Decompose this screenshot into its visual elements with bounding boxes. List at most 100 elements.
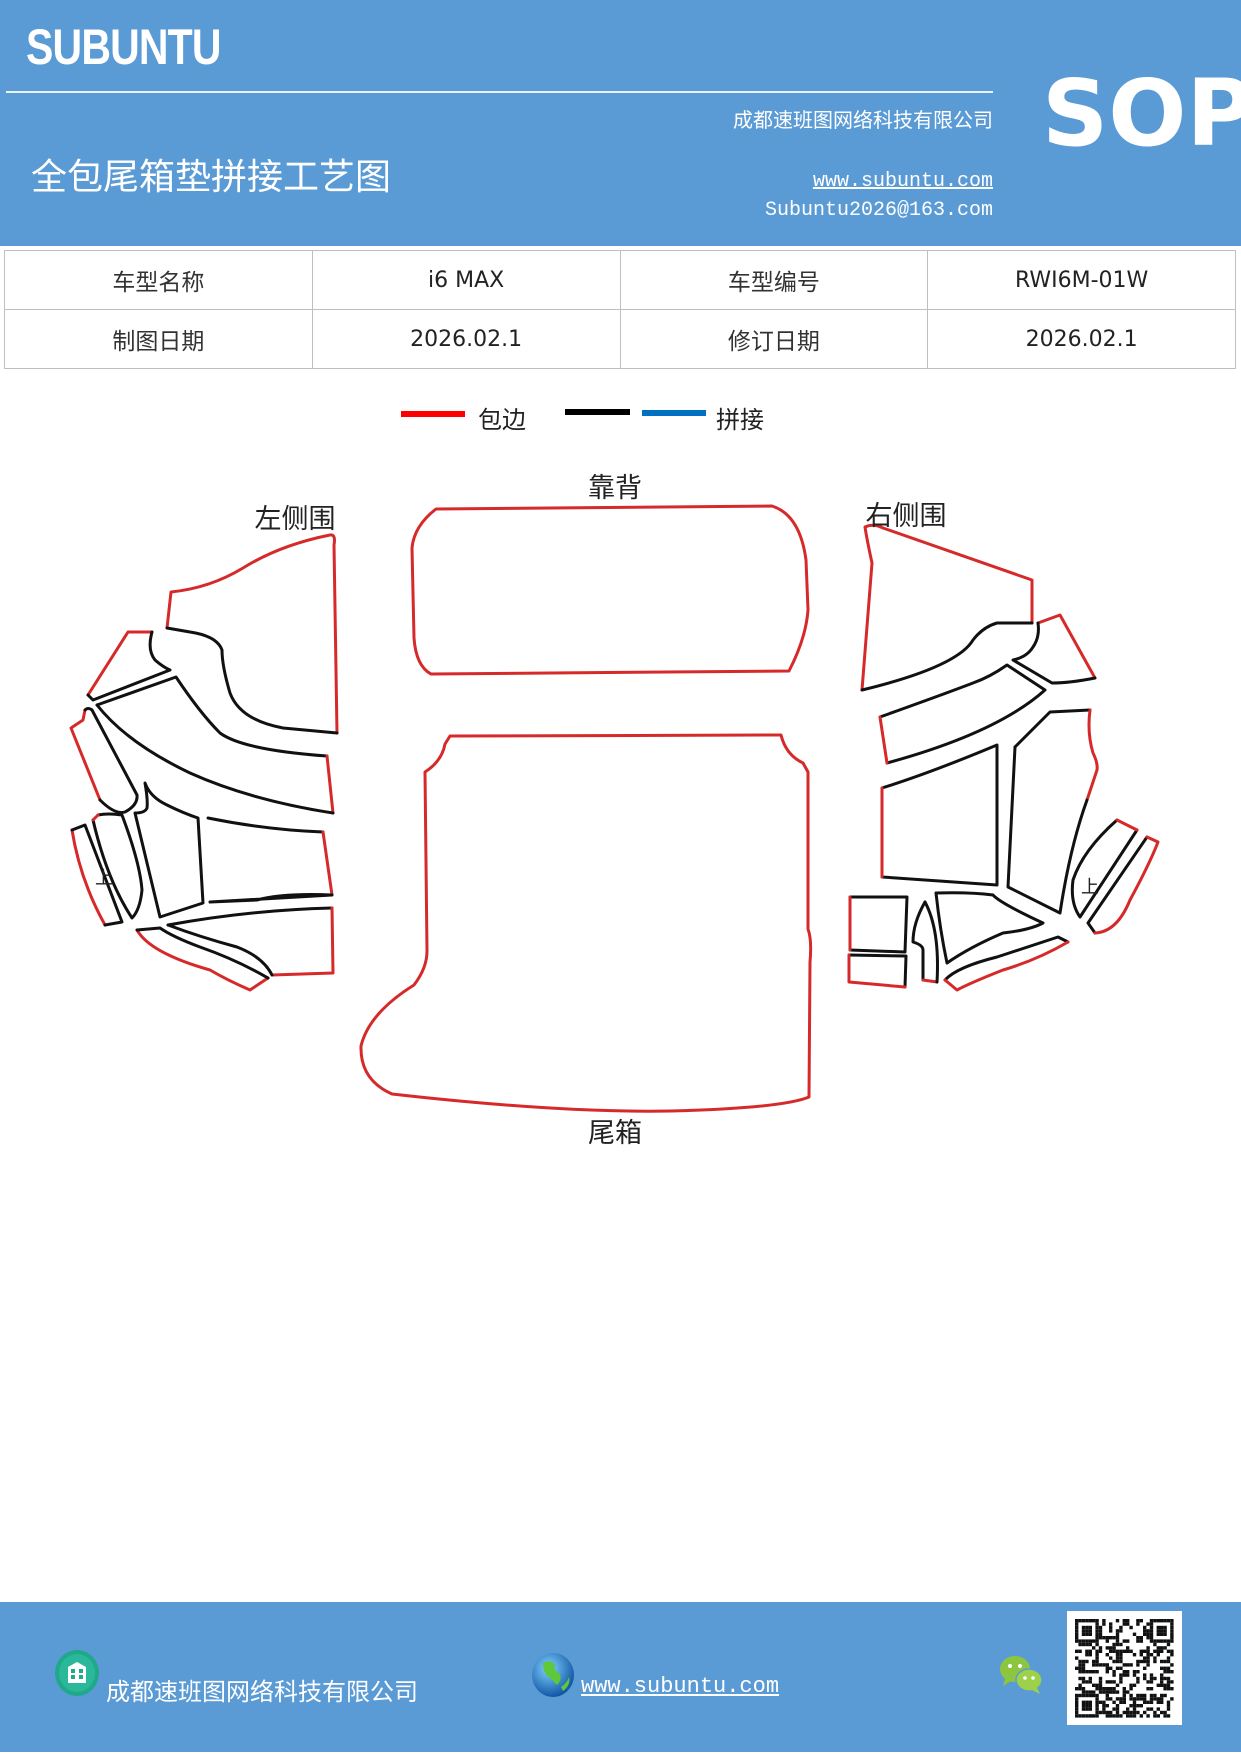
qr-module — [1098, 1649, 1103, 1653]
qr-module — [1102, 1690, 1106, 1694]
qr-module — [1078, 1693, 1082, 1698]
qr-module — [1146, 1649, 1150, 1653]
qr-module — [1081, 1700, 1086, 1704]
qr-module — [1136, 1676, 1140, 1681]
left-piece-f — [206, 816, 325, 834]
qr-module — [1102, 1704, 1106, 1708]
qr-module — [1170, 1632, 1174, 1636]
qr-module — [1098, 1646, 1103, 1650]
qr-module — [1105, 1710, 1109, 1715]
qr-module — [1092, 1693, 1096, 1698]
model-name-label: 车型名称 — [4, 250, 313, 310]
qr-module — [1092, 1619, 1096, 1623]
qr-module — [1075, 1697, 1079, 1701]
qr-module — [1115, 1697, 1120, 1701]
qr-module — [1166, 1619, 1171, 1623]
qr-module — [1115, 1649, 1120, 1653]
qr-module — [1129, 1687, 1133, 1691]
qr-module — [1115, 1704, 1120, 1708]
qr-module — [1126, 1710, 1130, 1715]
qr-module — [1156, 1639, 1160, 1643]
qr-module — [1132, 1697, 1137, 1701]
qr-module — [1132, 1710, 1137, 1715]
qr-module — [1122, 1687, 1126, 1691]
qr-module — [1085, 1707, 1089, 1711]
sop-badge: SOP — [1042, 60, 1241, 167]
qr-module — [1102, 1636, 1106, 1640]
qr-module — [1095, 1663, 1099, 1667]
qr-module — [1095, 1636, 1099, 1640]
qr-module — [1166, 1642, 1171, 1647]
qr-module — [1136, 1659, 1140, 1664]
qr-module — [1156, 1646, 1160, 1650]
qr-module — [1109, 1625, 1113, 1630]
revision-date-label: 修订日期 — [619, 309, 929, 369]
qr-module — [1153, 1710, 1157, 1715]
left-piece-c — [95, 675, 329, 758]
qr-module — [1115, 1714, 1120, 1718]
qr-module — [1115, 1639, 1120, 1643]
label-right-side: 右侧围 — [866, 501, 947, 532]
qr-module — [1102, 1622, 1106, 1626]
qr-module — [1115, 1642, 1120, 1647]
qr-module — [1146, 1646, 1150, 1650]
qr-module — [1119, 1714, 1123, 1718]
qr-module — [1081, 1704, 1086, 1708]
qr-module — [1122, 1649, 1126, 1653]
qr-module — [1149, 1697, 1154, 1701]
qr-module — [1156, 1625, 1160, 1630]
qr-module — [1095, 1622, 1099, 1626]
qr-module — [1092, 1663, 1096, 1667]
qr-module — [1132, 1704, 1137, 1708]
qr-module — [1112, 1636, 1116, 1640]
qr-module — [1075, 1710, 1079, 1715]
qr-module — [1166, 1659, 1171, 1664]
qr-module — [1119, 1680, 1123, 1684]
qr-module — [1115, 1636, 1120, 1640]
qr-module — [1081, 1632, 1086, 1636]
qr-module — [1136, 1710, 1140, 1715]
qr-module — [1115, 1666, 1120, 1670]
qr-module — [1139, 1704, 1143, 1708]
qr-module — [1075, 1687, 1079, 1691]
qr-module — [1085, 1670, 1089, 1674]
right-piece-c — [878, 663, 1047, 765]
qr-module — [1143, 1656, 1147, 1660]
qr-module — [1143, 1673, 1147, 1677]
qr-module — [1095, 1687, 1099, 1691]
left-piece-a — [165, 533, 339, 735]
website-link[interactable]: www.subuntu.com — [812, 170, 993, 193]
qr-module — [1109, 1629, 1113, 1633]
qr-module — [1122, 1673, 1126, 1677]
wechat-icon — [1000, 1656, 1043, 1694]
qr-module — [1160, 1619, 1164, 1623]
qr-module — [1156, 1632, 1160, 1636]
qr-module — [1085, 1639, 1089, 1643]
qr-module — [1085, 1625, 1089, 1630]
footer-website-link[interactable]: www.subuntu.com — [581, 1674, 780, 1699]
qr-module — [1088, 1690, 1092, 1694]
qr-code[interactable] — [1067, 1611, 1182, 1725]
qr-module — [1146, 1636, 1150, 1640]
qr-module — [1109, 1690, 1113, 1694]
qr-module — [1160, 1629, 1164, 1633]
qr-module — [1160, 1693, 1164, 1698]
qr-module — [1092, 1646, 1096, 1650]
qr-module — [1143, 1710, 1147, 1715]
qr-module — [1112, 1707, 1116, 1711]
qr-module — [1085, 1629, 1089, 1633]
qr-module — [1170, 1636, 1174, 1640]
qr-module — [1112, 1642, 1116, 1647]
qr-module — [1088, 1625, 1092, 1630]
qr-module — [1122, 1622, 1126, 1626]
qr-module — [1109, 1710, 1113, 1715]
qr-module — [1088, 1707, 1092, 1711]
qr-module — [1170, 1622, 1174, 1626]
qr-module — [1160, 1680, 1164, 1684]
qr-module — [1078, 1676, 1082, 1681]
qr-module — [1075, 1629, 1079, 1633]
qr-module — [1146, 1632, 1150, 1636]
qr-module — [1136, 1636, 1140, 1640]
qr-module — [1088, 1700, 1092, 1704]
qr-module — [1085, 1632, 1089, 1636]
